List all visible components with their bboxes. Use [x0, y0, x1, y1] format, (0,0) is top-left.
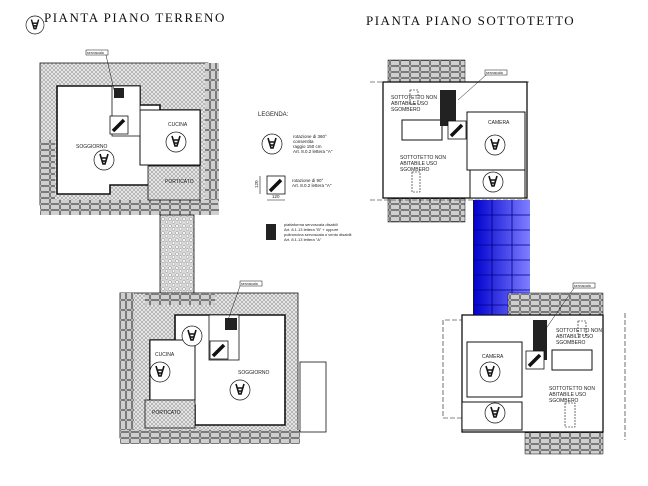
room-label-sottotetto-1: SOTTOTETTO NON — [556, 328, 602, 334]
room-label-sottotetto-1: ABITABILE USO — [391, 101, 428, 107]
platform-icon — [266, 224, 276, 240]
dimension-height: 120 — [254, 180, 259, 188]
room-label-camera: CAMERA — [488, 120, 510, 126]
room-label-sottotetto-1: ABITABILE USO — [556, 334, 593, 340]
legend-platform-line3: poltroncina servoscala o vento disabili — [284, 232, 351, 237]
stair-lift-tag: servoscala — [574, 284, 591, 288]
room-label-soggiorno: SOGGIORNO — [76, 144, 108, 150]
ground-lower-unit: CUCINA SOGGIORNO PORTICATO servoscala — [119, 280, 327, 444]
room-label-cucina: CUCINA — [168, 122, 188, 128]
legend-90-line2: Art. 8.0.2 lettera "A" — [292, 183, 332, 188]
room-label-porticato: PORTICATO — [165, 179, 194, 185]
room-label-sottotetto-2: ABITABILE USO — [400, 161, 437, 167]
garden-path — [159, 214, 195, 296]
stair-lift-tag: servoscala — [241, 282, 258, 286]
legend-platform-line2: Art. 8.1.13 lettera "B" + oppure — [284, 227, 339, 232]
room-label-sottotetto-2: ABITABILE USO — [549, 392, 586, 398]
ground-upper-unit: SOGGIORNO CUCINA PORTICATO servoscala — [25, 15, 219, 215]
room-label-sottotetto-1: SGOMBERO — [391, 107, 421, 113]
room-label-camera: CAMERA — [482, 354, 504, 360]
room-label-sottotetto-2: SOTTOTETTO NON — [400, 155, 446, 161]
room-label-cucina: CUCINA — [155, 352, 175, 358]
room-label-porticato: PORTICATO — [152, 410, 181, 416]
legend-360-line2: consentita — [293, 139, 314, 144]
legend: LEGENDA: rotazione di 360° consentita ra… — [254, 112, 351, 242]
legend-360-line4: Art. 8.0.2 lettera "A" — [293, 149, 333, 154]
legend-360-line3: raggio 150 cm — [293, 144, 322, 149]
stair-lift-tag: servoscala — [486, 71, 503, 75]
legend-360-line1: rotazione di 360° — [293, 134, 327, 139]
attic-lower-unit: SOTTOTETTO NON ABITABILE USO SGOMBERO SO… — [442, 282, 626, 455]
dimension-width: 120 — [272, 194, 280, 199]
room-label-sottotetto-2: SOTTOTETTO NON — [549, 386, 595, 392]
title-attic-floor: PIANTA PIANO SOTTOTETTO — [366, 13, 576, 28]
title-ground-floor: PIANTA PIANO TERRENO — [44, 10, 226, 25]
legend-title: LEGENDA: — [258, 112, 289, 118]
room-label-sottotetto-1: SOTTOTETTO NON — [391, 95, 437, 101]
attic-upper-unit: SOTTOTETTO NON ABITABILE USO SGOMBERO SO… — [370, 59, 530, 223]
room-label-sottotetto-1: SGOMBERO — [556, 340, 586, 346]
room-label-soggiorno: SOGGIORNO — [238, 370, 270, 376]
legend-platform-line4: Art. 8.1.13 lettera "A" — [284, 237, 322, 242]
legend-90-line1: rotazione di 90° — [292, 178, 324, 183]
stair-lift-tag: servoscala — [87, 51, 104, 55]
legend-platform-line1: piattaforma servoscala disabili — [284, 222, 338, 227]
room-label-sottotetto-2: SGOMBERO — [400, 167, 430, 173]
room-label-sottotetto-2: SGOMBERO — [549, 398, 579, 404]
